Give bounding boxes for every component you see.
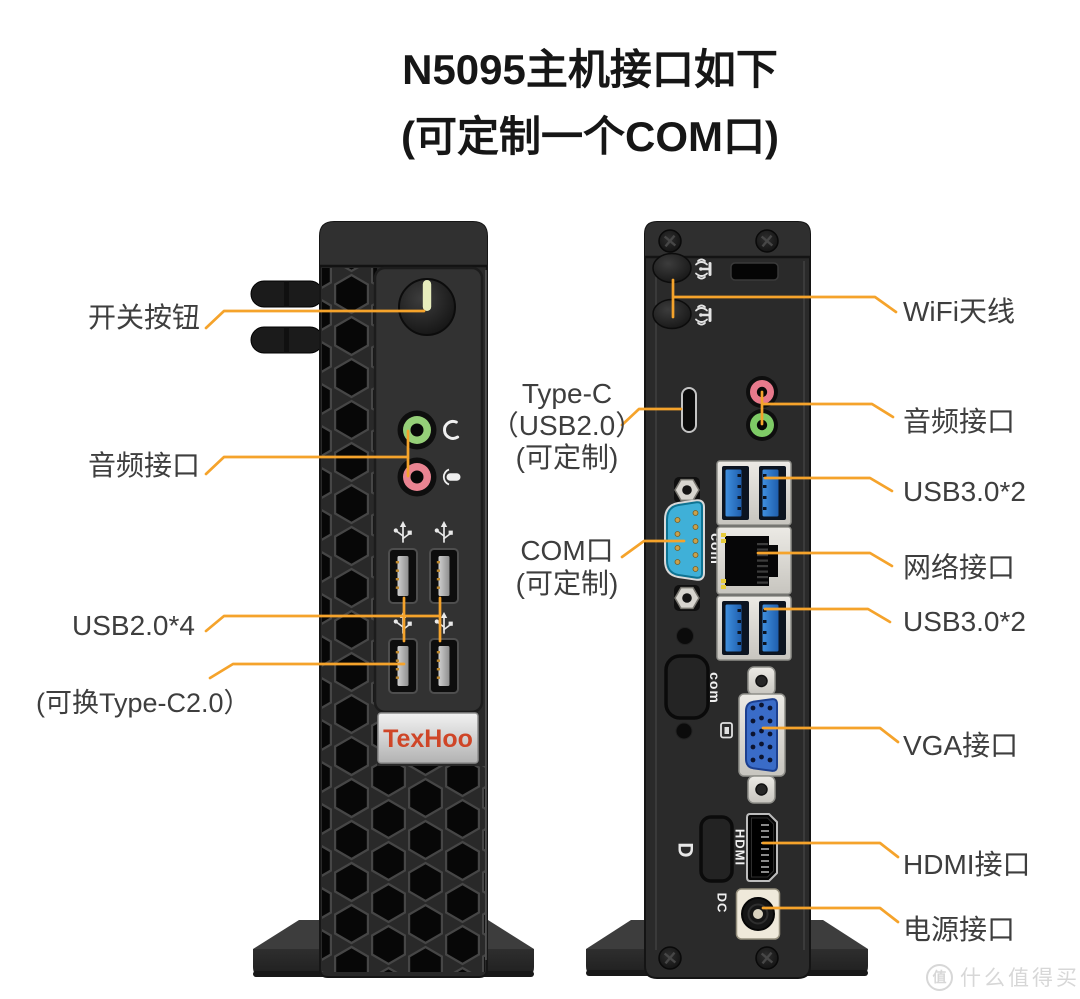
label-typec-block: Type-C （USB2.0） (可定制)	[487, 378, 647, 474]
hdmi-port	[746, 813, 778, 882]
screw-hole	[675, 722, 693, 740]
label-com-line2: (可定制)	[515, 568, 619, 599]
screw-top-right	[754, 228, 780, 254]
label-audio-front: 音频接口	[88, 450, 201, 481]
callout-usb3-top	[763, 476, 894, 493]
callout-typec	[620, 407, 683, 427]
callout-com	[620, 539, 686, 559]
label-typec-line1: Type-C	[521, 378, 613, 409]
headphone-jack-front	[397, 410, 437, 450]
callout-hdmi	[761, 841, 900, 859]
com-blank-cutout	[664, 654, 710, 720]
usb2-port-4	[429, 638, 459, 694]
label-hdmi: HDMI接口	[903, 849, 1031, 880]
mic-jack-front	[397, 457, 437, 497]
callout-lines	[204, 278, 900, 924]
label-usb2-note: (可换Type-C2.0）	[36, 688, 251, 718]
callout-audio-rear	[760, 390, 895, 426]
label-wifi-antenna: WiFi天线	[903, 296, 1015, 327]
label-usb3-top: USB3.0*2	[903, 476, 1026, 507]
monitor-icon	[720, 722, 733, 739]
front-top-cap	[320, 222, 487, 266]
standoff	[673, 584, 701, 612]
brand-logo-text: TexHoo	[383, 725, 473, 753]
screw-top-left	[657, 228, 683, 254]
power-button	[398, 278, 456, 336]
kensington-lock-slot	[730, 262, 779, 281]
wifi-antennas-front	[250, 280, 324, 354]
displayport-logo: D	[674, 842, 697, 857]
label-typec-line2: （USB2.0）	[490, 410, 644, 441]
usb3-ports-bottom	[716, 595, 792, 661]
label-usb2: USB2.0*4	[72, 610, 195, 641]
usb2-port-1	[388, 548, 418, 604]
watermark-logo-icon: 值	[926, 963, 953, 991]
usb2-port-3	[388, 638, 418, 694]
watermark-text: 什么值得买	[960, 967, 1080, 990]
vga-port	[738, 666, 786, 804]
displayport-cutout	[699, 815, 734, 883]
page-title-line1: N5095主机接口如下	[402, 46, 778, 93]
mic-icon	[442, 468, 461, 486]
screw-bottom-right	[754, 945, 780, 971]
callout-usb2	[204, 596, 442, 643]
lan-leds	[721, 533, 726, 589]
screw-bottom-left	[657, 945, 683, 971]
label-vga: VGA接口	[903, 730, 1019, 761]
power-indicator	[422, 280, 432, 311]
com-cutout-text: com	[707, 672, 723, 704]
label-com-line1: COM口	[520, 535, 614, 566]
page-title-line2: (可定制一个COM口)	[401, 113, 779, 160]
dc-port-text: DC	[715, 893, 730, 914]
label-dc-power: 电源接口	[903, 914, 1016, 945]
callout-dc	[761, 906, 900, 924]
callout-power	[204, 309, 426, 330]
usb2-port-2	[429, 548, 459, 604]
callout-audio-front	[204, 429, 410, 478]
callout-wifi	[671, 278, 898, 319]
label-lan: 网络接口	[903, 552, 1016, 583]
callout-usb2-note	[208, 662, 406, 680]
watermark: 值 什么值得买	[926, 962, 1080, 992]
rear-device: com com	[586, 221, 868, 979]
label-usb3-bottom: USB3.0*2	[903, 606, 1026, 637]
dc-power-jack	[735, 888, 781, 940]
screw-hole	[676, 627, 694, 645]
type-c-port	[681, 387, 697, 433]
ethernet-port	[716, 526, 792, 595]
headphone-icon	[443, 419, 460, 440]
label-typec-line3: (可定制)	[515, 442, 619, 473]
usb3-ports-top	[716, 460, 792, 526]
hex-vent-bottom	[322, 766, 485, 972]
hdmi-port-text: HDMI	[733, 829, 748, 866]
label-com-block: COM口 (可定制)	[487, 534, 647, 600]
antenna-mount-1	[652, 252, 692, 284]
standoff	[673, 476, 701, 504]
callout-vga	[761, 726, 900, 744]
callout-usb3-bottom	[763, 607, 892, 624]
brand-plate: TexHoo	[377, 712, 479, 764]
callout-lan	[756, 551, 894, 568]
label-power-button: 开关按钮	[88, 302, 201, 333]
label-audio-rear: 音频接口	[903, 406, 1016, 437]
